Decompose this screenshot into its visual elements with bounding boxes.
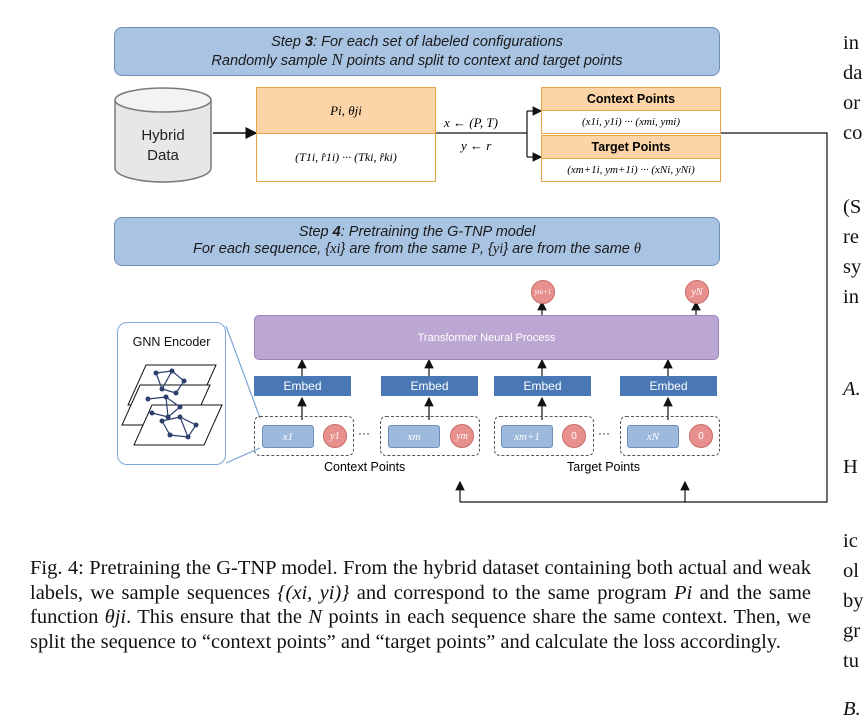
step4-title: : Pretraining the G-TNP model <box>340 224 536 240</box>
hybrid-data-line2: Data <box>147 147 179 164</box>
caption-theta: θji <box>104 606 127 628</box>
embed-box-2: Embed <box>381 376 478 396</box>
embed-box-4: Embed <box>620 376 717 396</box>
right-col-line-2: da <box>843 62 863 84</box>
output-y-m1-label: ym+1 <box>534 288 552 296</box>
step4-desc-a: For each sequence, { <box>193 241 331 257</box>
step4-prefix: Step <box>298 224 333 240</box>
right-col-line-11: ic <box>843 530 858 552</box>
right-col-line-14: gr <box>843 620 861 642</box>
step3-prefix: Step <box>271 34 305 50</box>
output-y-m1: ym+1 <box>531 280 555 304</box>
gnn-encoder-panel: GNN Encoder <box>117 322 226 465</box>
context-points-title: Context Points <box>586 92 676 106</box>
input-y-zero-2: 0 <box>689 424 713 448</box>
right-col-line-12: ol <box>843 560 859 582</box>
step3-desc-b: points and split to context and target p… <box>342 53 623 69</box>
caption-part-b: and correspond to the same program <box>349 581 675 604</box>
hybrid-data-cylinder-icon <box>114 87 212 183</box>
step4-desc-c: , { <box>479 241 493 257</box>
context-points-value: (x1i, y1i) ··· (xmi, ymi) <box>581 116 681 128</box>
ellipsis-context: ··· <box>358 426 370 440</box>
step4-desc-b: } are from the same <box>340 241 472 257</box>
input-x-m: xm <box>388 425 440 448</box>
caption-part-e: points in each sequence share the same c… <box>30 606 811 653</box>
input-group-3 <box>494 416 594 456</box>
caption-seq: {(xi, yi)} <box>277 581 350 604</box>
hybrid-data-label: Hybrid Data <box>113 126 213 166</box>
x-assign-label: x ← (P, T) <box>444 115 498 130</box>
caption-part-c: and the same function <box>30 581 812 629</box>
input-x-1: x1 <box>262 425 314 448</box>
config-program-theta: Pi, θji <box>330 102 362 118</box>
gnn-encoder-title: GNN Encoder <box>132 335 211 349</box>
step3-banner: Step 3: For each set of labeled configur… <box>114 27 720 76</box>
right-col-line-6: re <box>843 226 859 248</box>
graph-layers-icon <box>121 364 223 446</box>
step3-desc-a: Randomly sample <box>211 53 332 69</box>
target-points-label: Target Points <box>567 460 640 474</box>
input-y-1: y1 <box>323 424 347 448</box>
target-points-body: (xm+1i, ym+1i) ··· (xNi, yNi) <box>541 158 721 182</box>
y-assign-label: y ← r <box>461 138 492 153</box>
right-col-line-16: B. <box>843 698 861 720</box>
caption-part-a: Fig. 4: Pretraining the G-TNP model. Fro… <box>30 557 811 604</box>
caption-n: N <box>308 606 323 628</box>
ellipsis-target: ··· <box>598 426 610 440</box>
step4-banner: Step 4: Pretraining the G-TNP model For … <box>114 217 720 266</box>
right-col-line-1: in <box>843 32 859 54</box>
step4-var-y: yi <box>492 241 504 257</box>
output-y-n: yN <box>685 280 709 304</box>
right-col-line-15: tu <box>843 650 859 672</box>
context-points-label: Context Points <box>324 460 406 474</box>
config-box-body: (T1i, r̂1i) ··· (Tki, r̂ki) <box>256 133 436 182</box>
embed-box-3: Embed <box>494 376 591 396</box>
context-points-body: (x1i, y1i) ··· (xmi, ymi) <box>541 110 721 134</box>
context-points-header: Context Points <box>541 87 721 111</box>
transformer-label: Transformer Neural Process <box>417 331 556 344</box>
input-group-4 <box>620 416 720 456</box>
right-col-line-3: or <box>843 92 861 114</box>
input-x-m1: xm+1 <box>501 425 553 448</box>
config-config-list: (T1i, r̂1i) ··· (Tki, r̂ki) <box>295 150 397 164</box>
input-group-1 <box>254 416 354 456</box>
output-y-n-label: yN <box>691 286 703 298</box>
step4-var-theta: θ <box>633 241 641 257</box>
input-x-n: xN <box>627 425 679 448</box>
caption-part-d: . This ensure that the <box>126 606 309 628</box>
right-col-line-9: A. <box>843 378 861 400</box>
right-col-line-5: (S <box>843 196 862 218</box>
right-col-line-8: in <box>843 286 859 308</box>
step3-number: 3 <box>304 34 314 50</box>
input-y-m: ym <box>450 424 474 448</box>
step4-var-p: P <box>471 241 480 257</box>
input-y-zero-1: 0 <box>562 424 586 448</box>
step3-var-n: N <box>331 50 343 69</box>
right-col-line-10: H <box>843 456 858 478</box>
input-group-2 <box>380 416 480 456</box>
step4-number: 4 <box>332 224 341 240</box>
hybrid-data-line1: Hybrid <box>141 127 185 144</box>
step4-desc-d: } are from the same <box>503 241 634 257</box>
caption-program: Pi <box>674 581 693 604</box>
embed-box-1: Embed <box>254 376 351 396</box>
right-col-line-7: sy <box>843 256 862 278</box>
target-points-header: Target Points <box>541 135 721 159</box>
figure-caption: Fig. 4: Pretraining the G-TNP model. Fro… <box>30 556 811 654</box>
right-col-line-13: by <box>843 590 863 612</box>
step3-title: : For each set of labeled configurations <box>313 34 563 50</box>
transformer-neural-process: Transformer Neural Process <box>254 315 719 360</box>
target-points-title: Target Points <box>591 140 671 154</box>
target-points-value: (xm+1i, ym+1i) ··· (xNi, yNi) <box>567 164 695 176</box>
right-col-line-4: co <box>843 122 863 144</box>
step4-var-x: xi <box>330 241 341 257</box>
config-box-header: Pi, θji <box>256 87 436 134</box>
